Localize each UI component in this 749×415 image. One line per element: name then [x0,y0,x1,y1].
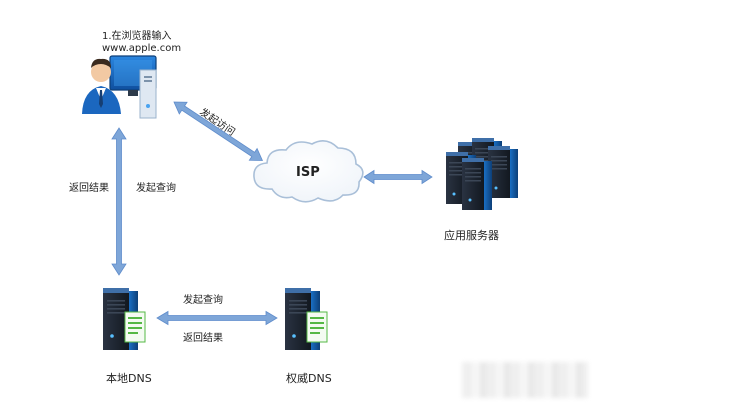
local-dns-label: 本地DNS [106,372,152,385]
arrow-isp-app-server [363,169,433,185]
label-return-result-left: 返回结果 [69,183,109,194]
app-server-label: 应用服务器 [444,229,499,242]
arrow-client-local-dns [111,127,127,276]
isp-cloud-icon [253,140,364,203]
client-caption-line2: www.apple.com [102,43,182,54]
label-initiate-query-bottom: 发起查询 [183,295,223,306]
label-initiate-query-left: 发起查询 [136,183,176,194]
client-computer-icon [82,55,157,119]
arrow-client-isp [173,101,264,161]
isp-label: ISP [296,165,320,180]
authoritative-dns-server-icon [284,287,328,351]
arrow-local-auth-dns [156,310,278,326]
application-server-icon [446,138,518,210]
label-return-result-bottom: 返回结果 [183,333,223,344]
local-dns-server-icon [102,287,146,351]
watermark-blur [462,362,588,398]
client-caption-line1: 1.在浏览器输入 [102,31,172,42]
authoritative-dns-label: 权威DNS [286,372,332,385]
